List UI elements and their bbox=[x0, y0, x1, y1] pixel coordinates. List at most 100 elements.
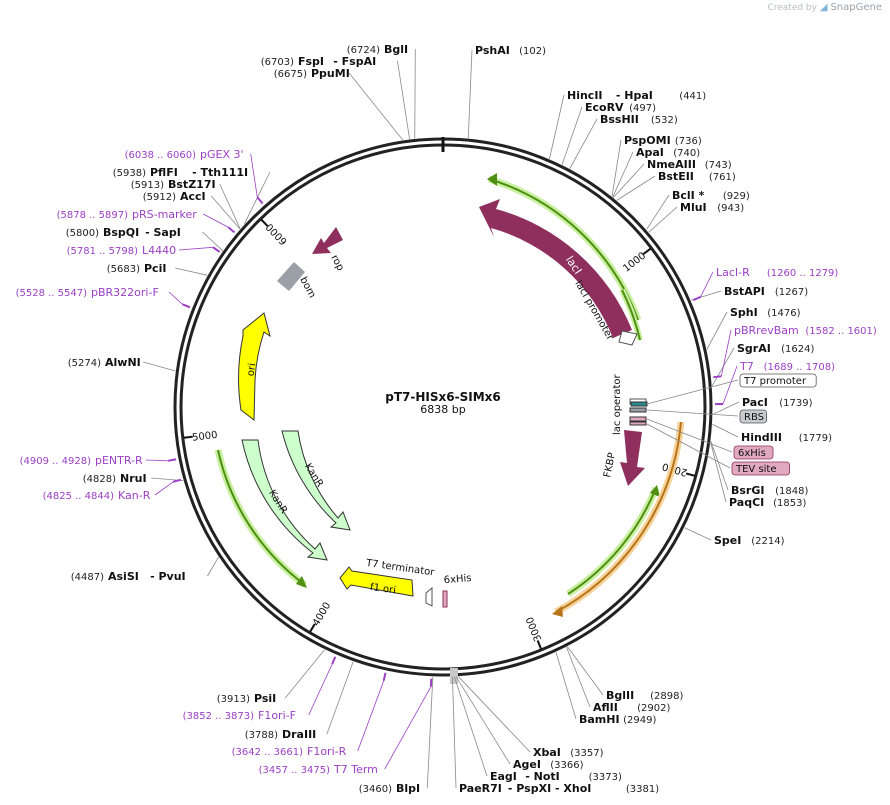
enzyme-name: SphI bbox=[730, 306, 758, 319]
primer-pbrrevbam[interactable]: pBRrevBam(1582 .. 1601) bbox=[713, 324, 877, 379]
feature-6xhis-bottom bbox=[442, 590, 448, 608]
enzyme-site-mlui[interactable]: (943)MluI bbox=[680, 201, 744, 214]
enzyme-site-bsshii[interactable]: (532)BssHII bbox=[600, 113, 678, 126]
primer-pbr322orif[interactable]: (5528 .. 5547)pBR322ori-F bbox=[16, 286, 191, 309]
enzyme-site-bglii[interactable]: (2898)BglII bbox=[606, 689, 683, 702]
feature-box-rbs[interactable]: RBS bbox=[646, 409, 768, 424]
enzyme-name-extra: - FspAI bbox=[333, 55, 376, 68]
enzyme-name: AgeI bbox=[513, 758, 541, 771]
enzyme-site-nrui[interactable]: (4828)NruI bbox=[83, 472, 147, 485]
primer-pentrr[interactable]: (4909 .. 4928)pENTR-R bbox=[20, 454, 177, 467]
enzyme-site-alwni[interactable]: (5274) AlwNI bbox=[68, 356, 141, 369]
enzyme-site-nmeaiii[interactable]: (743)NmeAIII bbox=[647, 158, 732, 171]
enzyme-site-bamhi[interactable]: (2949)BamHI bbox=[579, 713, 656, 726]
enzyme-site-hincii[interactable]: (441)HincII- HpaI bbox=[567, 89, 706, 102]
enzyme-site-asisi[interactable]: (4487)AsiSI- PvuI bbox=[71, 570, 186, 583]
enzyme-site-sphi[interactable]: (1476)SphI bbox=[730, 306, 801, 319]
primer-range: (5528 .. 5547) bbox=[16, 288, 88, 299]
enzyme-name: HincII bbox=[567, 89, 603, 102]
primer-name: F1ori-R bbox=[307, 745, 347, 758]
feature-box-label: 6xHis bbox=[738, 448, 766, 459]
enzyme-name-extra: - NotI bbox=[525, 770, 560, 783]
enzyme-position: (3357) bbox=[570, 748, 603, 759]
feature-rop bbox=[312, 227, 343, 254]
primer-name: pBR322ori-F bbox=[91, 286, 159, 299]
primer-lacir[interactable]: LacI-R(1260 .. 1279) bbox=[692, 266, 838, 302]
enzyme-position: (5274) bbox=[68, 358, 101, 369]
enzyme-site-apai[interactable]: (740)ApaI bbox=[636, 146, 700, 159]
enzyme-site-ppumi[interactable]: (6675)PpuMI bbox=[274, 67, 350, 80]
enzyme-name: AlwNI bbox=[105, 356, 141, 369]
primer-t7[interactable]: T7(1689 .. 1708) bbox=[714, 360, 835, 406]
enzyme-site-eagi[interactable]: (3373) EagI - NotI bbox=[490, 770, 622, 783]
enzyme-name: EagI bbox=[490, 770, 517, 783]
enzyme-position: (1624) bbox=[781, 344, 814, 355]
enzyme-site-pcii[interactable]: (5683)PciI bbox=[107, 262, 167, 275]
enzyme-position: (6703) bbox=[261, 57, 294, 68]
primer-range: (3642 .. 3661) bbox=[232, 747, 304, 758]
enzyme-name-extra: - PspXI - XhoI bbox=[508, 782, 591, 795]
enzyme-position: (1267) bbox=[775, 287, 808, 298]
feature-ori bbox=[238, 312, 271, 421]
lacI-promoter-outline bbox=[619, 288, 643, 341]
tick-label-3000: 3000 bbox=[525, 615, 545, 643]
enzyme-position: (5800) bbox=[66, 228, 99, 239]
enzyme-name: MluI bbox=[680, 201, 707, 214]
tick-label-5000: 5000 bbox=[192, 430, 219, 444]
primer-pgex3[interactable]: (6038 .. 6060)pGEX 3' bbox=[125, 148, 264, 205]
primer-f1orif[interactable]: (3852 .. 3873)F1ori-F bbox=[183, 656, 337, 722]
tick-label-1000: 1000 bbox=[621, 250, 648, 274]
enzyme-site-bcli[interactable]: (929)BclI * bbox=[672, 189, 750, 202]
feature-box-6xhis[interactable]: 6xHis bbox=[646, 418, 774, 460]
enzyme-site-paci[interactable]: (1739)PacI bbox=[742, 396, 813, 409]
enzyme-site-sgrai[interactable]: (1624)SgrAI bbox=[737, 342, 814, 355]
primer-name: T7 bbox=[739, 360, 754, 373]
enzyme-site-pspomi[interactable]: (736)PspOMI bbox=[624, 134, 702, 147]
enzyme-name: AflII bbox=[593, 701, 618, 714]
enzyme-position: (441) bbox=[679, 91, 706, 102]
enzyme-position: (532) bbox=[651, 115, 678, 126]
feature-box-tevsite[interactable]: TEV site bbox=[646, 423, 790, 476]
enzyme-site-bstz17i[interactable]: (5913)BstZ17I bbox=[131, 178, 216, 191]
enzyme-site-bsteii[interactable]: (761)BstEII bbox=[658, 170, 736, 183]
enzyme-site-hindiii[interactable]: (1779)HindIII bbox=[741, 431, 832, 444]
enzyme-site-bgli[interactable]: (6724)BglI bbox=[347, 43, 408, 56]
enzyme-site-bstapi[interactable]: (1267)BstAPI bbox=[724, 285, 808, 298]
tick-label-6000: 6000 bbox=[264, 221, 290, 247]
enzyme-site-xbai[interactable]: (3357)XbaI bbox=[533, 746, 604, 759]
snapgene-credit: Created by ◢ SnapGene bbox=[767, 2, 882, 13]
enzyme-site-paqci[interactable]: (1853)PaqCI bbox=[729, 496, 806, 509]
primer-f1orir[interactable]: (3642 .. 3661)F1ori-R bbox=[232, 672, 387, 758]
enzyme-site-bsrgi[interactable]: (1848)BsrGI bbox=[731, 484, 808, 497]
enzyme-site-paer7i[interactable]: (3381)PaeR7I- PspXI - XhoI bbox=[459, 782, 659, 795]
enzyme-site-pshai[interactable]: (102)PshAI bbox=[475, 44, 546, 57]
enzyme-position: (2898) bbox=[650, 691, 683, 702]
enzyme-name: BsrGI bbox=[731, 484, 764, 497]
tick-mark-1000 bbox=[642, 247, 652, 255]
enzyme-site-fspi[interactable]: (6703)FspI- FspAI bbox=[261, 55, 376, 68]
enzyme-position: (3381) bbox=[626, 784, 659, 795]
primer-kanr[interactable]: (4825 .. 4844)Kan-R bbox=[43, 478, 182, 502]
enzyme-site-blpi[interactable]: (3460)BlpI bbox=[359, 782, 420, 795]
feature-box-t7promoter[interactable]: T7 promoter bbox=[646, 373, 817, 405]
primer-prsmarker[interactable]: (5878 .. 5897)pRS-marker bbox=[57, 208, 236, 234]
enzyme-position: (6675) bbox=[274, 69, 307, 80]
enzyme-site-acci[interactable]: (5912)AccI bbox=[143, 190, 206, 203]
plasmid-length: 6838 bp bbox=[420, 403, 465, 416]
enzyme-site-bspqi[interactable]: (5800)BspQI- SapI bbox=[66, 226, 181, 239]
enzyme-position: (3373) bbox=[589, 772, 622, 783]
enzyme-site-spei[interactable]: (2214)SpeI bbox=[714, 534, 785, 547]
primer-l4440[interactable]: (5781 .. 5798)L4440 bbox=[67, 244, 221, 257]
tick-mark-4000 bbox=[309, 623, 316, 633]
enzyme-site-psii[interactable]: (3913)PsiI bbox=[217, 692, 277, 705]
enzyme-site-ecorv[interactable]: (497)EcoRV bbox=[585, 101, 656, 114]
primer-t7term[interactable]: (3457 .. 3475)T7 Term bbox=[259, 678, 433, 776]
enzyme-position: (5683) bbox=[107, 264, 140, 275]
primer-range: (3852 .. 3873) bbox=[183, 711, 255, 722]
enzyme-name: AsiSI bbox=[108, 570, 139, 583]
enzyme-site-aflii[interactable]: (2902)AflII bbox=[593, 701, 670, 714]
enzyme-site-pflfi[interactable]: (5938)PflFI- Tth111I bbox=[113, 166, 248, 179]
enzyme-site-agei[interactable]: (3366)AgeI bbox=[513, 758, 584, 771]
enzyme-site-draiii[interactable]: (3788)DraIII bbox=[245, 728, 317, 741]
